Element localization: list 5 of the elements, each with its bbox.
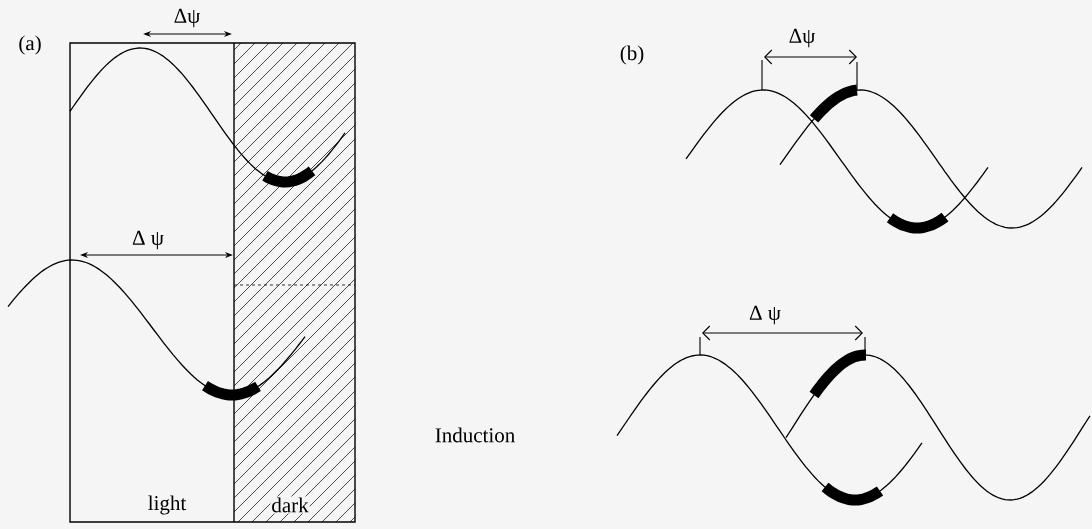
delta-psi-label: Δ ψ (131, 229, 165, 251)
panel-label: (a) (17, 34, 43, 56)
delta-psi-label: Δ ψ (748, 304, 782, 326)
panel-label: (b) (618, 44, 646, 66)
region-label: light (146, 494, 188, 516)
